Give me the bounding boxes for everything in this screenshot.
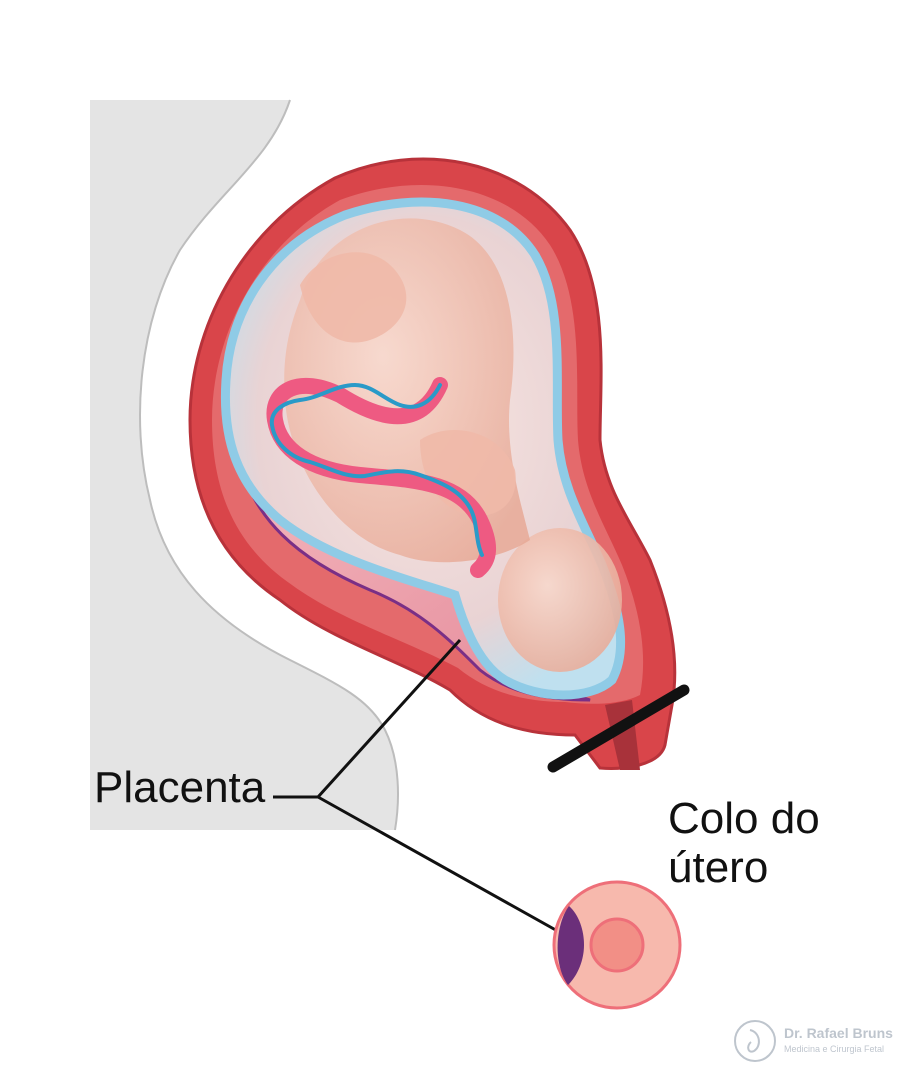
blocker-bar (547, 684, 690, 773)
body-silhouette (0, 100, 398, 830)
cervix-label-line2: útero (668, 843, 769, 893)
cord-vessel (269, 382, 484, 557)
placenta-label: Placenta (94, 763, 266, 812)
fetus-head (498, 528, 622, 672)
fetus-legs (300, 252, 407, 343)
logo-icon (734, 1020, 776, 1062)
watermark-subtitle: Medicina e Cirurgia Fetal (784, 1044, 885, 1054)
umbilical-cord (266, 377, 496, 578)
watermark: Dr. Rafael Bruns Medicina e Cirurgia Fet… (732, 1016, 900, 1068)
placenta-leader-lower (317, 795, 571, 940)
cervix-inner-circle (589, 917, 645, 973)
cervix-placenta-segment (557, 906, 584, 985)
cervix-label-line1: Colo do (668, 794, 820, 843)
body-outline (139, 99, 399, 831)
cervix-label: Colo do útero (668, 794, 820, 893)
watermark-name: Dr. Rafael Bruns (784, 1025, 893, 1041)
